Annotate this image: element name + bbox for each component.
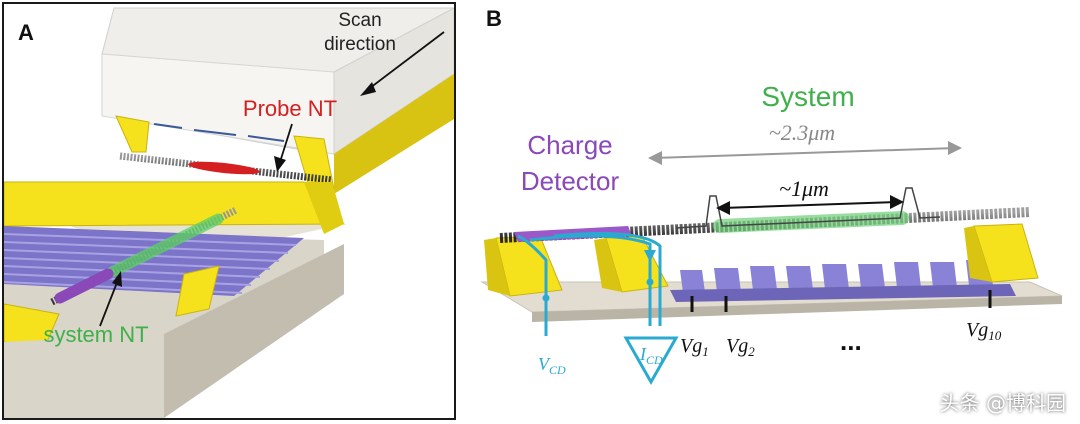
charge-label-line2: Detector bbox=[521, 166, 620, 196]
panel-b-letter: B bbox=[486, 6, 502, 31]
system-nanotube bbox=[50, 206, 238, 306]
panel-a-diagram: A Scan direction Probe NT system NT bbox=[4, 7, 454, 418]
potential-profile bbox=[675, 187, 941, 229]
gate-ellipsis: ... bbox=[840, 326, 862, 356]
panel-b-diagram: B System ~2.3μm ~1μm Charge Detector VCD… bbox=[480, 6, 1063, 386]
icd-label: ICD bbox=[639, 344, 663, 367]
length-long-label: ~2.3μm bbox=[769, 120, 835, 145]
gate-electrodes bbox=[670, 260, 1016, 302]
vcd-label: VCD bbox=[538, 354, 566, 377]
vg10-label: Vg10 bbox=[966, 319, 1002, 343]
system-segment bbox=[106, 213, 224, 278]
substrate bbox=[4, 181, 346, 418]
system-title: System bbox=[761, 81, 854, 112]
nanotube-b bbox=[499, 207, 1031, 243]
length-short-label: ~1μm bbox=[779, 176, 829, 201]
wiring bbox=[517, 232, 662, 336]
vcd-node bbox=[542, 294, 550, 302]
length-short-arrow bbox=[716, 195, 904, 215]
probe-nt-label: Probe NT bbox=[243, 96, 337, 121]
watermark: 头条 @博科园 bbox=[939, 391, 1066, 415]
panel-a-letter: A bbox=[18, 20, 34, 45]
probe-nanotube bbox=[119, 152, 333, 184]
probe-segment bbox=[188, 161, 260, 175]
scan-block bbox=[101, 7, 454, 194]
vg1-label: Vg1 bbox=[680, 335, 709, 359]
charge-label-line1: Charge bbox=[527, 130, 612, 160]
length-long-arrow bbox=[648, 141, 962, 165]
gate-stripes bbox=[4, 226, 304, 296]
ground-triangle bbox=[623, 336, 679, 386]
panel-b: B System ~2.3μm ~1μm Charge Detector VCD… bbox=[470, 0, 1080, 424]
panel-a: A Scan direction Probe NT system NT bbox=[2, 2, 456, 420]
scan-label-line2: direction bbox=[324, 34, 396, 55]
icd-arrow bbox=[644, 250, 656, 262]
detector-segment bbox=[54, 268, 114, 304]
scan-label-line1: Scan bbox=[338, 10, 381, 31]
vg2-label: Vg2 bbox=[726, 335, 755, 359]
annotation-arrows bbox=[99, 31, 445, 327]
icd-node bbox=[646, 278, 654, 286]
system-nt-label: system NT bbox=[43, 322, 148, 347]
